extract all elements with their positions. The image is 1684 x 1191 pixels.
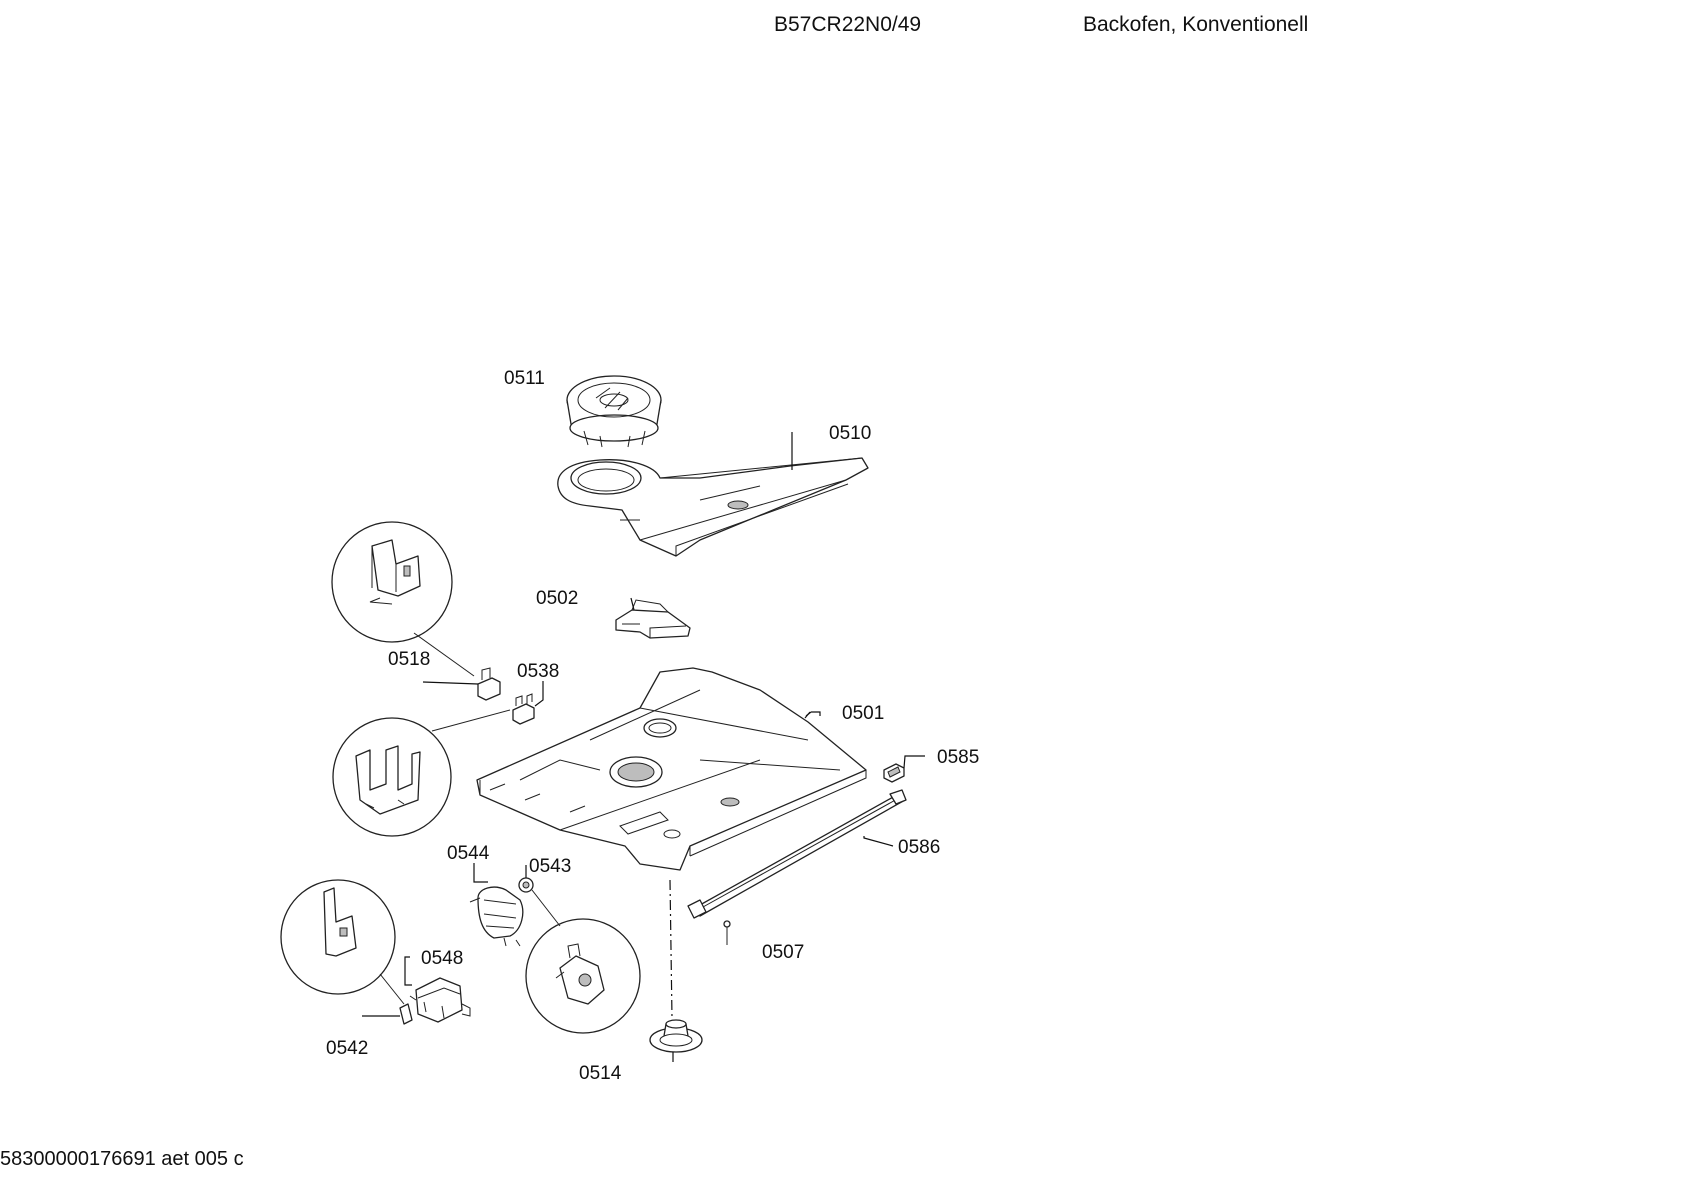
part-0511-fan-wheel[interactable] xyxy=(566,375,662,448)
detail-circle-0542 xyxy=(280,879,405,1005)
appliance-description: Backofen, Konventionell xyxy=(1083,13,1309,36)
part-labels: 0511 0510 0502 0518 0538 0501 0585 0586 … xyxy=(326,368,979,1084)
label-0542: 0542 xyxy=(326,1038,368,1059)
label-0507: 0507 xyxy=(762,942,804,963)
model-number: B57CR22N0/49 xyxy=(774,13,922,36)
label-0511: 0511 xyxy=(504,368,545,389)
part-0507-screw[interactable] xyxy=(723,920,731,945)
part-0586-rail[interactable] xyxy=(687,789,907,919)
part-0518-small-switch[interactable] xyxy=(477,667,501,701)
document-code: 58300000176691 aet 005 c xyxy=(0,1148,244,1170)
label-0548: 0548 xyxy=(421,948,463,969)
label-0544: 0544 xyxy=(447,843,490,864)
label-0502: 0502 xyxy=(536,588,578,609)
part-0501-base-plate[interactable] xyxy=(476,667,867,871)
part-0510-air-duct[interactable] xyxy=(557,457,869,557)
part-0538-small-bracket[interactable] xyxy=(512,693,535,725)
detail-circle-0518 xyxy=(331,521,475,677)
part-0548-switch[interactable] xyxy=(409,977,471,1023)
leader-lines xyxy=(362,432,925,1062)
detail-circle-0543 xyxy=(525,889,641,1034)
label-0585: 0585 xyxy=(937,747,979,768)
part-0543-sensor[interactable] xyxy=(518,877,534,893)
detail-circle-0538 xyxy=(332,709,511,837)
label-0514: 0514 xyxy=(579,1063,622,1084)
label-0543: 0543 xyxy=(529,856,571,877)
part-0514-cap[interactable] xyxy=(649,1019,703,1053)
label-0538: 0538 xyxy=(517,661,559,682)
label-0501: 0501 xyxy=(842,703,884,724)
part-0544-limiter[interactable] xyxy=(469,886,524,947)
label-0518: 0518 xyxy=(388,649,430,670)
label-0510: 0510 xyxy=(829,423,871,444)
part-0585-clip[interactable] xyxy=(883,763,905,783)
part-0542-bracket[interactable] xyxy=(399,1003,413,1025)
label-0586: 0586 xyxy=(898,837,940,858)
part-0502-bracket[interactable] xyxy=(615,599,691,639)
